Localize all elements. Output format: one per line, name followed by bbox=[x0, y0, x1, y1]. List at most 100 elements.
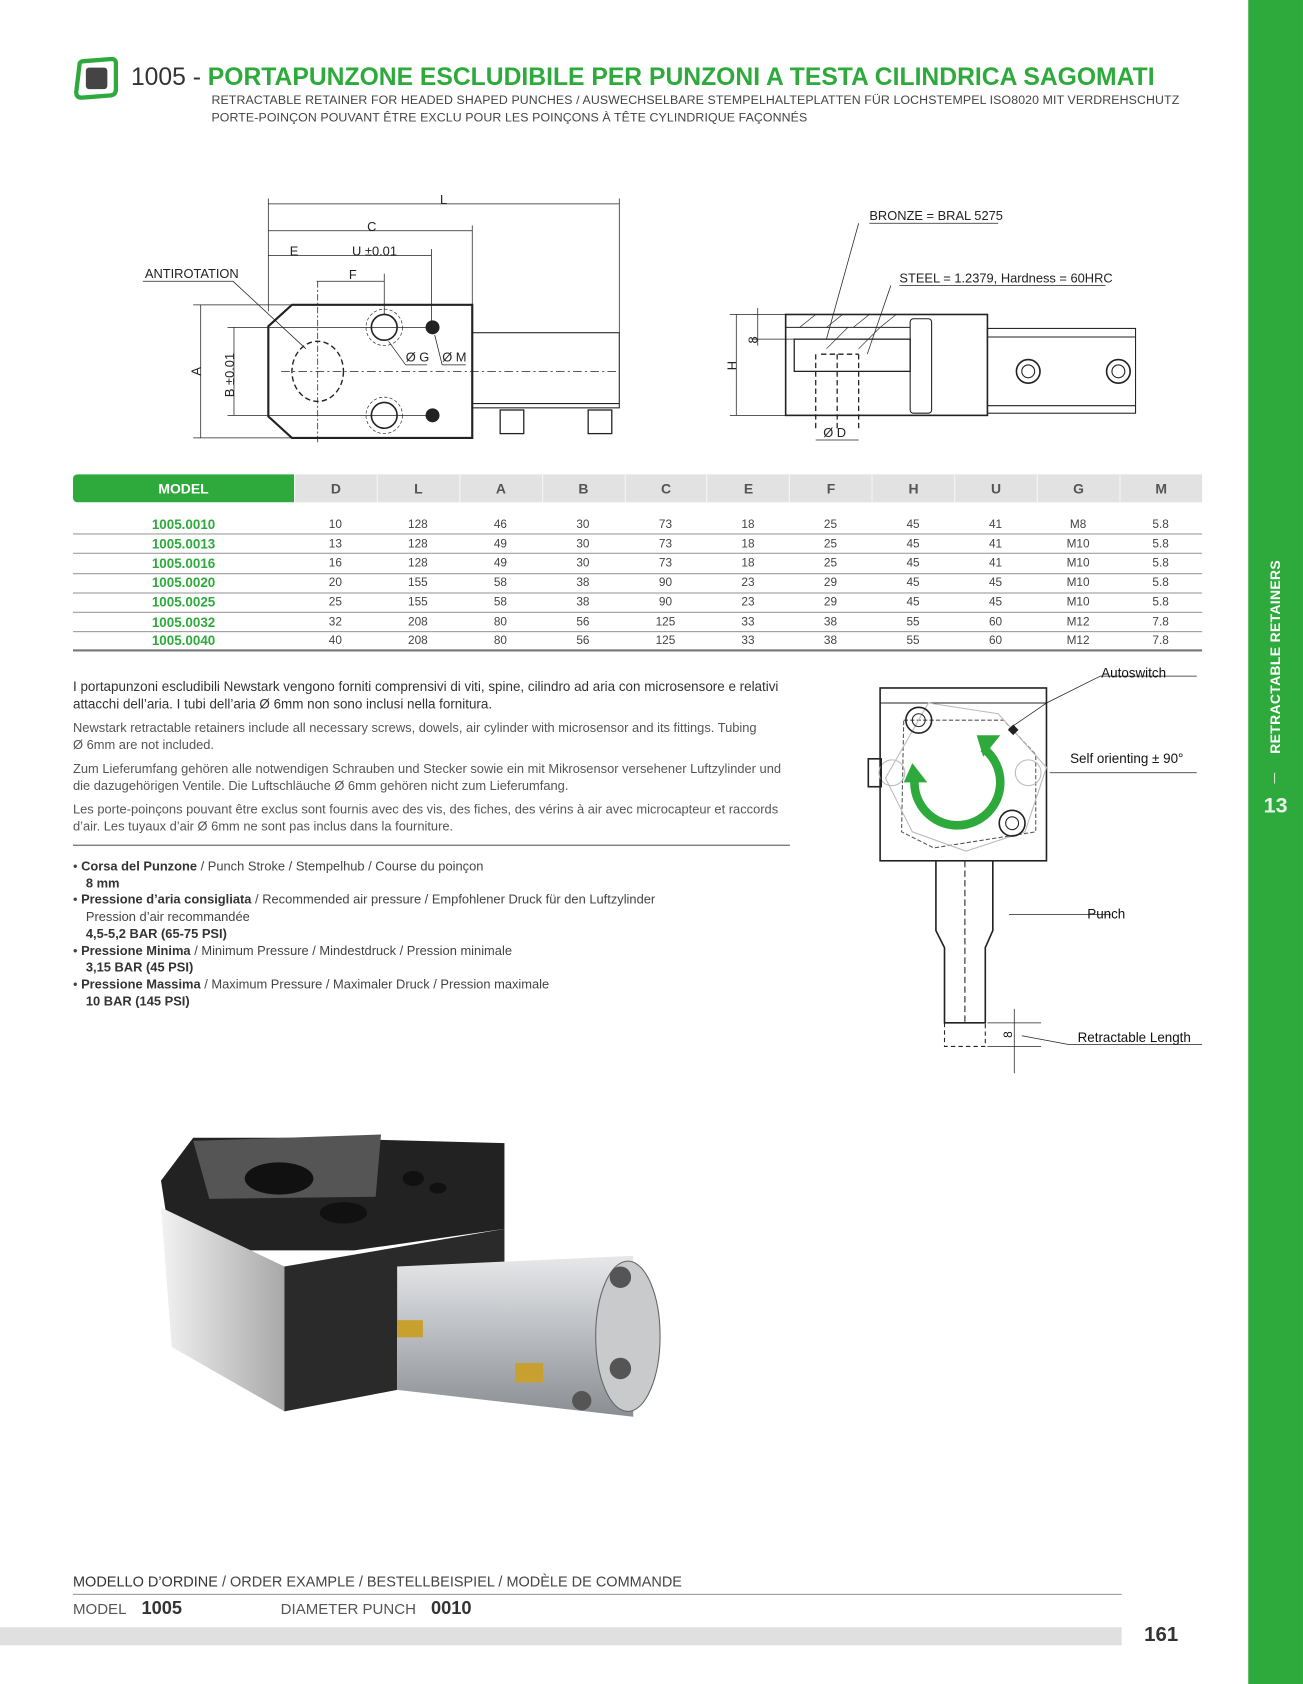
cell-l: 128 bbox=[408, 557, 428, 570]
cell-h: 45 bbox=[906, 517, 920, 531]
cell-m: 7.8 bbox=[1152, 615, 1169, 629]
cell-b: 38 bbox=[576, 576, 590, 590]
cell-f: 38 bbox=[823, 615, 838, 629]
dim-G: Ø G bbox=[406, 350, 430, 365]
cell-b: 30 bbox=[576, 537, 590, 551]
model-code: 1005.0032 bbox=[151, 614, 216, 630]
cell-g: M8 bbox=[1069, 517, 1087, 531]
cell-a: 46 bbox=[493, 517, 507, 531]
cell-u: 41 bbox=[988, 517, 1003, 531]
model-code: 1005.0025 bbox=[151, 594, 216, 611]
self-orienting-label: Self orienting ± 90° bbox=[1070, 751, 1183, 766]
model-code: 1005.0013 bbox=[151, 536, 216, 552]
cell-e: 23 bbox=[741, 596, 755, 609]
chapter-number: 13 bbox=[1263, 794, 1288, 818]
technical-drawing-top: L C E U ±0.01 F ANTIROTATION Ø G Ø M A B… bbox=[142, 192, 1137, 443]
product-code: 1005 - bbox=[130, 62, 201, 91]
spec-recommended: • Pressione d’aria consigliata / Recomme… bbox=[72, 892, 656, 908]
page-number: 161 bbox=[1144, 1623, 1179, 1647]
cell-u: 45 bbox=[988, 596, 1003, 609]
retractable-length-label: Retractable Length bbox=[1078, 1030, 1191, 1045]
cell-m: 5.8 bbox=[1152, 557, 1169, 570]
cell-f: 25 bbox=[823, 557, 838, 570]
model-label: MODEL bbox=[72, 1600, 127, 1618]
spec-min-value: 3,15 BAR (45 PSI) bbox=[85, 959, 194, 975]
cell-a: 58 bbox=[493, 596, 507, 609]
spec-max: • Pressione Massima / Maximum Pressure /… bbox=[72, 976, 550, 992]
cell-f: 38 bbox=[823, 634, 838, 648]
dim-D: Ø D bbox=[823, 425, 846, 440]
col-b: B bbox=[541, 474, 625, 503]
cell-d: 40 bbox=[328, 634, 342, 648]
description-it: I portapunzoni escludibili Newstark veng… bbox=[72, 679, 779, 712]
description-fr: Les porte-poinçons pouvant être exclus s… bbox=[72, 801, 779, 834]
cell-b: 38 bbox=[576, 596, 590, 609]
antirotation-label: ANTIROTATION bbox=[145, 266, 239, 281]
cell-e: 33 bbox=[741, 634, 755, 648]
col-m: M bbox=[1119, 474, 1202, 503]
product-photo bbox=[160, 1134, 661, 1417]
spec-stroke-value: 8 mm bbox=[85, 875, 120, 891]
cell-m: 5.8 bbox=[1152, 576, 1169, 590]
dim-8-side: 8 bbox=[1001, 1031, 1015, 1038]
dim-A: A bbox=[189, 367, 204, 376]
dim-M: Ø M bbox=[442, 350, 466, 365]
cell-h: 45 bbox=[906, 576, 920, 590]
spec-stroke: • Corsa del Punzone / Punch Stroke / Ste… bbox=[72, 858, 484, 874]
cell-e: 18 bbox=[741, 537, 755, 551]
order-divider bbox=[72, 1593, 1122, 1595]
dimension-labels: L C E U ±0.01 F ANTIROTATION Ø G Ø M A B… bbox=[145, 192, 1113, 440]
col-model: MODEL bbox=[72, 474, 295, 503]
cell-f: 29 bbox=[823, 596, 838, 609]
col-d: D bbox=[294, 474, 377, 503]
bronze-label: BRONZE = BRAL 5275 bbox=[869, 208, 1003, 223]
cell-h: 45 bbox=[906, 557, 920, 570]
section-view bbox=[729, 222, 1137, 441]
dim-F: F bbox=[349, 267, 357, 282]
cell-l: 208 bbox=[408, 615, 428, 629]
footer-bar bbox=[0, 1627, 1122, 1646]
col-f: F bbox=[789, 474, 872, 503]
cell-c: 73 bbox=[658, 557, 673, 570]
cell-u: 41 bbox=[988, 537, 1003, 551]
cell-b: 30 bbox=[576, 557, 590, 570]
col-h: H bbox=[871, 474, 955, 503]
cell-g: M12 bbox=[1066, 615, 1090, 629]
autoswitch-label: Autoswitch bbox=[1101, 665, 1166, 680]
cell-g: M10 bbox=[1066, 576, 1090, 590]
subtitle-line-1: RETRACTABLE RETAINER FOR HEADED SHAPED P… bbox=[211, 94, 1180, 108]
dim-H: H bbox=[724, 361, 739, 370]
cell-l: 155 bbox=[408, 576, 428, 590]
cell-d: 20 bbox=[328, 576, 342, 590]
cell-c: 73 bbox=[658, 537, 673, 551]
rotation-arrow-icon bbox=[903, 735, 1005, 830]
cell-d: 10 bbox=[328, 517, 342, 531]
col-g: G bbox=[1036, 474, 1120, 503]
specs-list: • Corsa del Punzone / Punch Stroke / Ste… bbox=[73, 859, 655, 1011]
dim-E: E bbox=[290, 243, 299, 258]
cell-g: M10 bbox=[1066, 596, 1090, 609]
cell-l: 128 bbox=[408, 537, 428, 551]
chapter-label: RETRACTABLE RETAINERS bbox=[1267, 559, 1284, 754]
dim-U: U ±0.01 bbox=[352, 243, 397, 258]
model-code: 1005.0020 bbox=[151, 575, 216, 591]
cell-b: 56 bbox=[576, 634, 590, 648]
cell-g: M12 bbox=[1066, 634, 1090, 648]
diameter-value: 0010 bbox=[430, 1598, 472, 1619]
order-example-title: MODELLO D’ORDINE / ORDER EXAMPLE / BESTE… bbox=[72, 1573, 682, 1590]
cell-g: M10 bbox=[1066, 557, 1090, 570]
table-header: MODEL D L A B C E F H U G M bbox=[72, 474, 1202, 503]
spec-max-value: 10 BAR (145 PSI) bbox=[85, 993, 190, 1009]
col-a: A bbox=[459, 474, 542, 503]
cell-h: 45 bbox=[906, 537, 920, 551]
cell-c: 90 bbox=[658, 596, 673, 609]
punch-label: Punch bbox=[1087, 907, 1125, 922]
cell-h: 55 bbox=[906, 634, 920, 648]
cell-f: 25 bbox=[823, 517, 838, 531]
